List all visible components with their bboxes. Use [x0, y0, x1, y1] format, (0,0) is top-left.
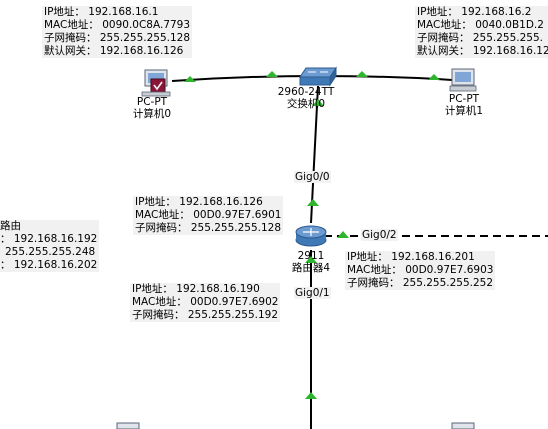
link-up-arrow-sw-down: [312, 99, 324, 106]
partial-device-left-icon[interactable]: [116, 422, 140, 429]
switch0-name: 交换机0: [286, 98, 326, 110]
pc0-label[interactable]: PC-PT 计算机0: [128, 96, 176, 120]
link-up-arrow-pc0: [184, 76, 196, 82]
g01-mac: MAC地址： 00D0.97E7.6902: [132, 296, 279, 308]
link-up-arrow-g02: [337, 231, 349, 238]
g01-ip: IP地址： 192.168.16.190: [132, 283, 260, 295]
left-info-line2: ： 192.168.16.192: [0, 233, 98, 245]
switch0-label[interactable]: 2960-24TT 交换机0: [266, 86, 346, 110]
link-up-arrow-g01: [305, 256, 317, 263]
g02-ip: IP地址： 192.168.16.201: [347, 251, 475, 263]
pc0-mask: 子网掩码： 255.255.255.128: [44, 32, 191, 44]
pc0-name: 计算机0: [132, 108, 172, 120]
g02-info-box: IP地址： 192.168.16.201 MAC地址： 00D0.97E7.69…: [345, 251, 496, 290]
pc1-icon[interactable]: [449, 68, 477, 92]
pc1-name: 计算机1: [444, 105, 484, 117]
pc1-gateway: 默认网关： 192.168.16.12: [417, 45, 548, 57]
router4-type: 2911: [297, 250, 325, 262]
link-up-arrow-sw-left: [266, 71, 278, 77]
g01-mask: 子网掩码： 255.255.255.192: [132, 309, 279, 321]
g01-info-box: IP地址： 192.168.16.190 MAC地址： 00D0.97E7.69…: [130, 283, 281, 322]
pc0-info-box: IP地址： 192.168.16.1 MAC地址： 0090.0C8A.7793…: [42, 6, 193, 58]
pc1-type: PC-PT: [448, 93, 480, 105]
switch0-icon[interactable]: [299, 66, 337, 87]
router4-icon[interactable]: [295, 225, 327, 247]
left-info-line4: ： 192.168.16.202: [0, 259, 98, 271]
port-label-g01: Gig0/1: [294, 287, 331, 299]
router4-label[interactable]: 2911 路由器4: [283, 250, 339, 274]
pc1-mask: 子网掩码： 255.255.255.: [417, 32, 543, 44]
port-label-g00: Gig0/0: [294, 171, 331, 183]
pc1-label[interactable]: PC-PT 计算机1: [438, 93, 490, 117]
pc0-icon[interactable]: [141, 69, 171, 97]
left-info-line3: 255.255.255.248: [5, 246, 96, 258]
link-up-arrow-g00: [307, 199, 319, 206]
pc0-mac: MAC地址： 0090.0C8A.7793: [44, 19, 191, 31]
pc1-ip: IP地址： 192.168.16.2: [417, 6, 532, 18]
pc1-info-box: IP地址： 192.168.16.2 MAC地址： 0040.0B1D.2 子网…: [415, 6, 548, 58]
pc0-type: PC-PT: [136, 96, 168, 108]
pc0-ip: IP地址： 192.168.16.1: [44, 6, 159, 18]
g00-ip: IP地址： 192.168.16.126: [135, 196, 263, 208]
partial-device-right-icon[interactable]: [451, 422, 475, 429]
link-up-arrow-bottom: [305, 392, 317, 399]
switch0-type: 2960-24TT: [277, 86, 335, 98]
g02-mask: 子网掩码： 255.255.255.252: [347, 277, 494, 289]
g00-info-box: IP地址： 192.168.16.126 MAC地址： 00D0.97E7.69…: [133, 196, 284, 235]
port-label-g02: Gig0/2: [361, 229, 398, 241]
pc0-gateway: 默认网关： 192.168.16.126: [44, 45, 184, 57]
g00-mask: 子网掩码： 255.255.255.128: [135, 222, 282, 234]
left-info-box: 路由 ： 192.168.16.192 255.255.255.248 ： 19…: [0, 220, 100, 272]
g02-mac: MAC地址： 00D0.97E7.6903: [347, 264, 494, 276]
link-up-arrow-pc1: [428, 74, 440, 80]
left-info-line1: 路由: [0, 220, 21, 232]
g00-mac: MAC地址： 00D0.97E7.6901: [135, 209, 282, 221]
router4-name: 路由器4: [291, 262, 331, 274]
link-up-arrow-sw-right: [356, 71, 368, 77]
pc1-mac: MAC地址： 0040.0B1D.2: [417, 19, 544, 31]
